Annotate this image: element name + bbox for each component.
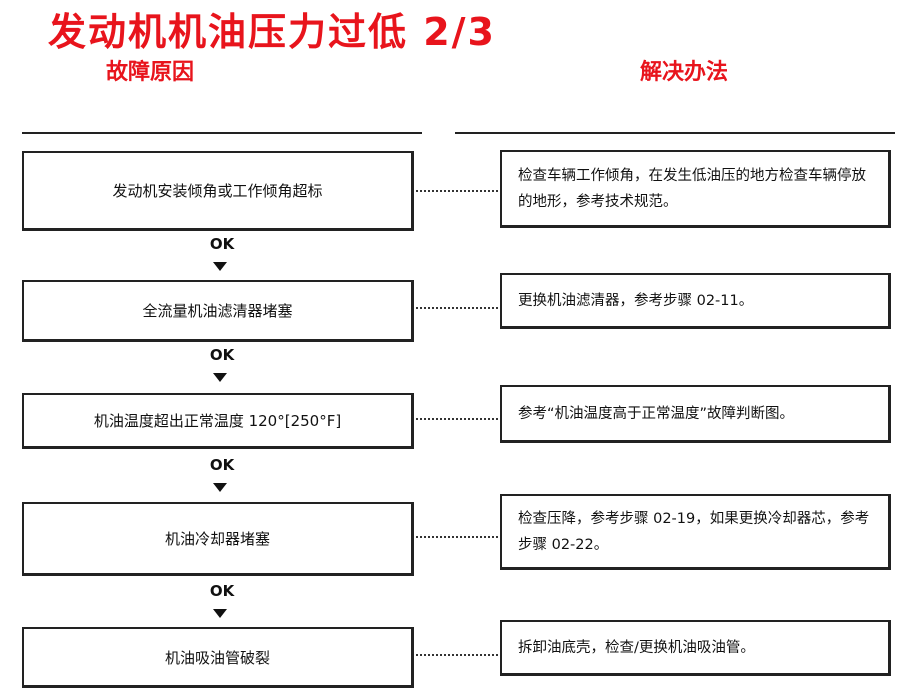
cause-header-divider — [22, 132, 422, 134]
ok-label: OK — [209, 235, 235, 253]
remedy-box: 检查车辆工作倾角，在发生低油压的地方检查车辆停放的地形，参考技术规范。 — [500, 150, 891, 228]
remedy-column-header: 解决办法 — [640, 60, 729, 85]
dotted-connector — [416, 418, 498, 420]
remedy-text: 参考“机油温度高于正常温度”故障判断图。 — [518, 405, 795, 422]
cause-box: 机油冷却器堵塞 — [22, 502, 414, 576]
down-arrow-icon — [213, 483, 227, 492]
cause-box: 发动机安装倾角或工作倾角超标 — [22, 151, 414, 231]
cause-column-header: 故障原因 — [106, 60, 195, 85]
dotted-connector — [416, 536, 498, 538]
cause-text: 机油冷却器堵塞 — [164, 530, 270, 548]
remedy-box: 拆卸油底壳，检查/更换机油吸油管。 — [500, 620, 891, 676]
remedy-text: 拆卸油底壳，检查/更换机油吸油管。 — [518, 639, 755, 656]
remedy-box: 更换机油滤清器，参考步骤 02-11。 — [500, 273, 891, 329]
cause-box: 机油吸油管破裂 — [22, 627, 414, 688]
page-title: 发动机机油压力过低 2/3 — [48, 10, 496, 54]
down-arrow-icon — [213, 373, 227, 382]
cause-text: 机油温度超出正常温度 120°[250°F] — [93, 412, 342, 430]
dotted-connector — [416, 190, 498, 192]
remedy-box: 参考“机油温度高于正常温度”故障判断图。 — [500, 385, 891, 443]
cause-box: 机油温度超出正常温度 120°[250°F] — [22, 393, 414, 449]
remedy-box: 检查压降，参考步骤 02-19，如果更换冷却器芯，参考步骤 02-22。 — [500, 494, 891, 570]
remedy-text: 检查压降，参考步骤 02-19，如果更换冷却器芯，参考步骤 02-22。 — [518, 510, 870, 553]
ok-label: OK — [209, 346, 235, 364]
dotted-connector — [416, 307, 498, 309]
remedy-text: 更换机油滤清器，参考步骤 02-11。 — [518, 292, 754, 309]
ok-label: OK — [209, 582, 235, 600]
down-arrow-icon — [213, 609, 227, 618]
dotted-connector — [416, 654, 498, 656]
remedy-text: 检查车辆工作倾角，在发生低油压的地方检查车辆停放的地形，参考技术规范。 — [518, 167, 866, 210]
ok-label: OK — [209, 456, 235, 474]
cause-box: 全流量机油滤清器堵塞 — [22, 280, 414, 342]
cause-text: 全流量机油滤清器堵塞 — [142, 302, 293, 320]
down-arrow-icon — [213, 262, 227, 271]
remedy-header-divider — [455, 132, 895, 134]
cause-text: 机油吸油管破裂 — [164, 648, 270, 667]
cause-text: 发动机安装倾角或工作倾角超标 — [112, 182, 323, 200]
